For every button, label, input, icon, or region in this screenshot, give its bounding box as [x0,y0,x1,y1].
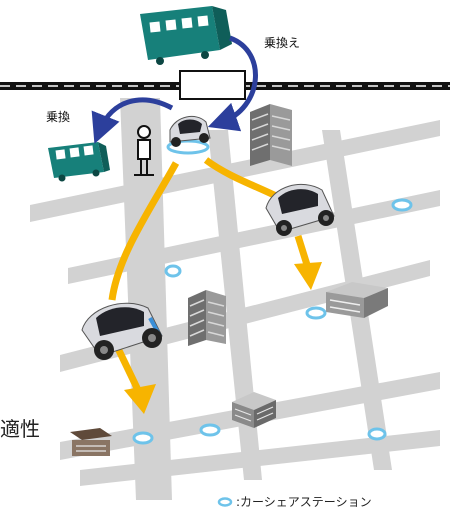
car-share-station-icon [164,264,182,278]
transfer-bus-label: 乗換 [46,110,71,124]
building-icon [232,392,276,428]
train-icon [140,6,232,65]
car-share-station-icon [367,427,387,441]
rail-track [0,70,450,100]
transfer-arrow-train [207,35,258,132]
legend: :カーシェアステーション [217,493,372,510]
road [208,130,262,480]
car-share-station-icon [132,431,154,445]
tekisei-label: 適性 [0,417,40,441]
building-icon [188,290,226,346]
legend-station-label: :カーシェアステーション [236,495,372,509]
bus-icon [48,142,110,182]
car-share-station-icon [391,198,413,212]
road [68,190,440,284]
car-share-station-icon [305,306,327,320]
car-share-station-icon [217,496,233,507]
car-icon [81,302,163,360]
building-icon [250,104,292,166]
building-icon [326,282,388,318]
car-icon [265,183,335,236]
station-platform [179,70,246,100]
transfer-arrow-bus [91,97,174,144]
building-icon [70,428,112,456]
car-share-stations [132,198,413,445]
person-icon [134,125,154,176]
car-share-station-icon [199,423,221,437]
transfer-train-label: 乗換え [264,36,301,50]
car-icon [166,115,211,155]
